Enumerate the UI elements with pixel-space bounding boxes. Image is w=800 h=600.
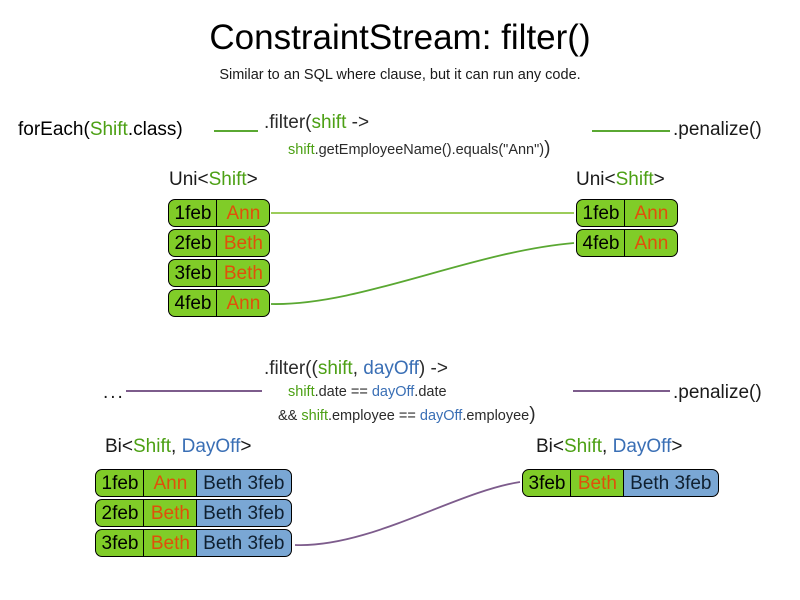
filter2-line2-mid: .date ==	[314, 384, 372, 400]
uni-input-type-suffix: >	[246, 169, 258, 190]
filter2-line2: shift.date == dayOff.date	[288, 381, 536, 403]
cell-date: 4feb	[576, 229, 626, 257]
cell-date: 2feb	[168, 229, 218, 257]
table-row[interactable]: 3feb Beth	[168, 259, 271, 287]
filter2-line2-var1: shift	[288, 384, 315, 400]
cell-name: Beth	[570, 469, 625, 497]
cell-dayoff: Beth 3feb	[195, 529, 292, 557]
filter1-body: shift.getEmployeeName().equals("Ann"))	[288, 136, 550, 163]
cell-dayoff: Beth 3feb	[195, 469, 292, 497]
filter1-param: shift	[311, 112, 347, 133]
cell-date: 3feb	[168, 259, 218, 287]
filter2-line3-and: &&	[278, 408, 302, 424]
uni-output-table: 1feb Ann 4feb Ann	[576, 199, 679, 257]
cell-date: 1feb	[576, 199, 626, 227]
bi-output-type-prefix: Bi<	[536, 436, 564, 457]
connector-bi-row3	[294, 481, 521, 546]
cell-name: Ann	[624, 229, 679, 257]
table-row[interactable]: 2feb Beth	[168, 229, 271, 257]
bi-input-type-suffix: >	[240, 436, 252, 457]
table-row[interactable]: 3feb Beth Beth 3feb	[522, 469, 719, 497]
filter2-line3-var2: dayOff	[419, 408, 463, 424]
cell-name: Ann	[216, 289, 271, 317]
cell-date: 2feb	[95, 499, 145, 527]
foreach-label: forEach(Shift.class)	[18, 118, 183, 141]
cell-date: 4feb	[168, 289, 218, 317]
cell-name: Ann	[143, 469, 198, 497]
penalize-label-uni: .penalize()	[673, 119, 762, 140]
filter2-open: .filter((	[264, 358, 318, 379]
filter1-arrow: ->	[346, 112, 370, 133]
table-row[interactable]: 1feb Ann	[576, 199, 679, 227]
uni-input-type-generic: Shift	[208, 169, 247, 190]
bi-output-type-suffix: >	[671, 436, 683, 457]
cell-date: 1feb	[168, 199, 218, 227]
foreach-prefix: forEach(	[18, 119, 90, 140]
cell-date: 1feb	[95, 469, 145, 497]
filter1-body-var: shift	[288, 142, 315, 158]
cell-name: Beth	[143, 529, 198, 557]
table-row[interactable]: 3feb Beth Beth 3feb	[95, 529, 292, 557]
uni-output-type-label: Uni<Shift>	[576, 168, 665, 191]
filter1-close: )	[544, 138, 551, 159]
bi-input-type-generic2: DayOff	[181, 436, 241, 457]
filter2-arrow: ) ->	[418, 358, 448, 379]
bi-input-type-comma: ,	[171, 436, 182, 457]
table-row[interactable]: 4feb Ann	[576, 229, 679, 257]
cell-dayoff: Beth 3feb	[195, 499, 292, 527]
filter2-param1: shift	[317, 358, 353, 379]
cell-name: Beth	[216, 229, 271, 257]
table-row[interactable]: 2feb Beth Beth 3feb	[95, 499, 292, 527]
page-subtitle: Similar to an SQL where clause, but it c…	[219, 67, 581, 83]
filter2-comma: ,	[352, 358, 364, 379]
cell-name: Beth	[143, 499, 198, 527]
foreach-type: Shift	[89, 119, 128, 140]
cell-name: Beth	[216, 259, 271, 287]
uni-output-type-suffix: >	[653, 169, 665, 190]
uni-input-table: 1feb Ann 2feb Beth 3feb Beth 4feb Ann	[168, 199, 271, 317]
uni-output-type-generic: Shift	[615, 169, 654, 190]
filter2-close: )	[529, 404, 536, 425]
table-row[interactable]: 4feb Ann	[168, 289, 271, 317]
filter2-line2-end: .date	[414, 384, 447, 400]
cell-dayoff: Beth 3feb	[622, 469, 719, 497]
cell-date: 3feb	[95, 529, 145, 557]
connector-uni-row4	[270, 242, 575, 305]
table-row[interactable]: 1feb Ann Beth 3feb	[95, 469, 292, 497]
filter2-line3-mid: .employee ==	[327, 408, 420, 424]
bi-input-type-label: Bi<Shift, DayOff>	[105, 435, 251, 458]
filter2-param2: dayOff	[363, 358, 419, 379]
filter2-line3: && shift.employee == dayOff.employee)	[278, 404, 536, 427]
bi-output-type-comma: ,	[602, 436, 613, 457]
cell-name: Ann	[624, 199, 679, 227]
bi-source-ellipsis: ...	[103, 382, 125, 403]
cell-name: Ann	[216, 199, 271, 227]
bi-input-type-prefix: Bi<	[105, 436, 133, 457]
page-title: ConstraintStream: filter()	[209, 18, 591, 57]
bi-output-table: 3feb Beth Beth 3feb	[522, 469, 719, 497]
penalize-label-bi: .penalize()	[673, 382, 762, 403]
cell-date: 3feb	[522, 469, 572, 497]
filter2-line3-end: .employee	[462, 408, 530, 424]
filter-expression-uni: .filter(shift -> shift.getEmployeeName()…	[264, 110, 550, 163]
foreach-suffix: .class)	[127, 119, 183, 140]
filter1-body-rest: .getEmployeeName().equals("Ann")	[314, 142, 545, 158]
bi-input-type-generic1: Shift	[133, 436, 172, 457]
bi-output-type-generic1: Shift	[564, 436, 603, 457]
uni-input-type-prefix: Uni<	[169, 169, 209, 190]
uni-output-type-prefix: Uni<	[576, 169, 616, 190]
uni-input-type-label: Uni<Shift>	[169, 168, 258, 191]
bi-output-type-label: Bi<Shift, DayOff>	[536, 435, 682, 458]
filter1-open: .filter(	[264, 112, 312, 133]
filter2-line3-var1: shift	[301, 408, 328, 424]
bi-output-type-generic2: DayOff	[612, 436, 672, 457]
bi-input-table: 1feb Ann Beth 3feb 2feb Beth Beth 3feb 3…	[95, 469, 292, 557]
filter2-line2-var2: dayOff	[371, 384, 415, 400]
table-row[interactable]: 1feb Ann	[168, 199, 271, 227]
filter-expression-bi: .filter((shift, dayOff) -> shift.date ==…	[264, 358, 536, 427]
